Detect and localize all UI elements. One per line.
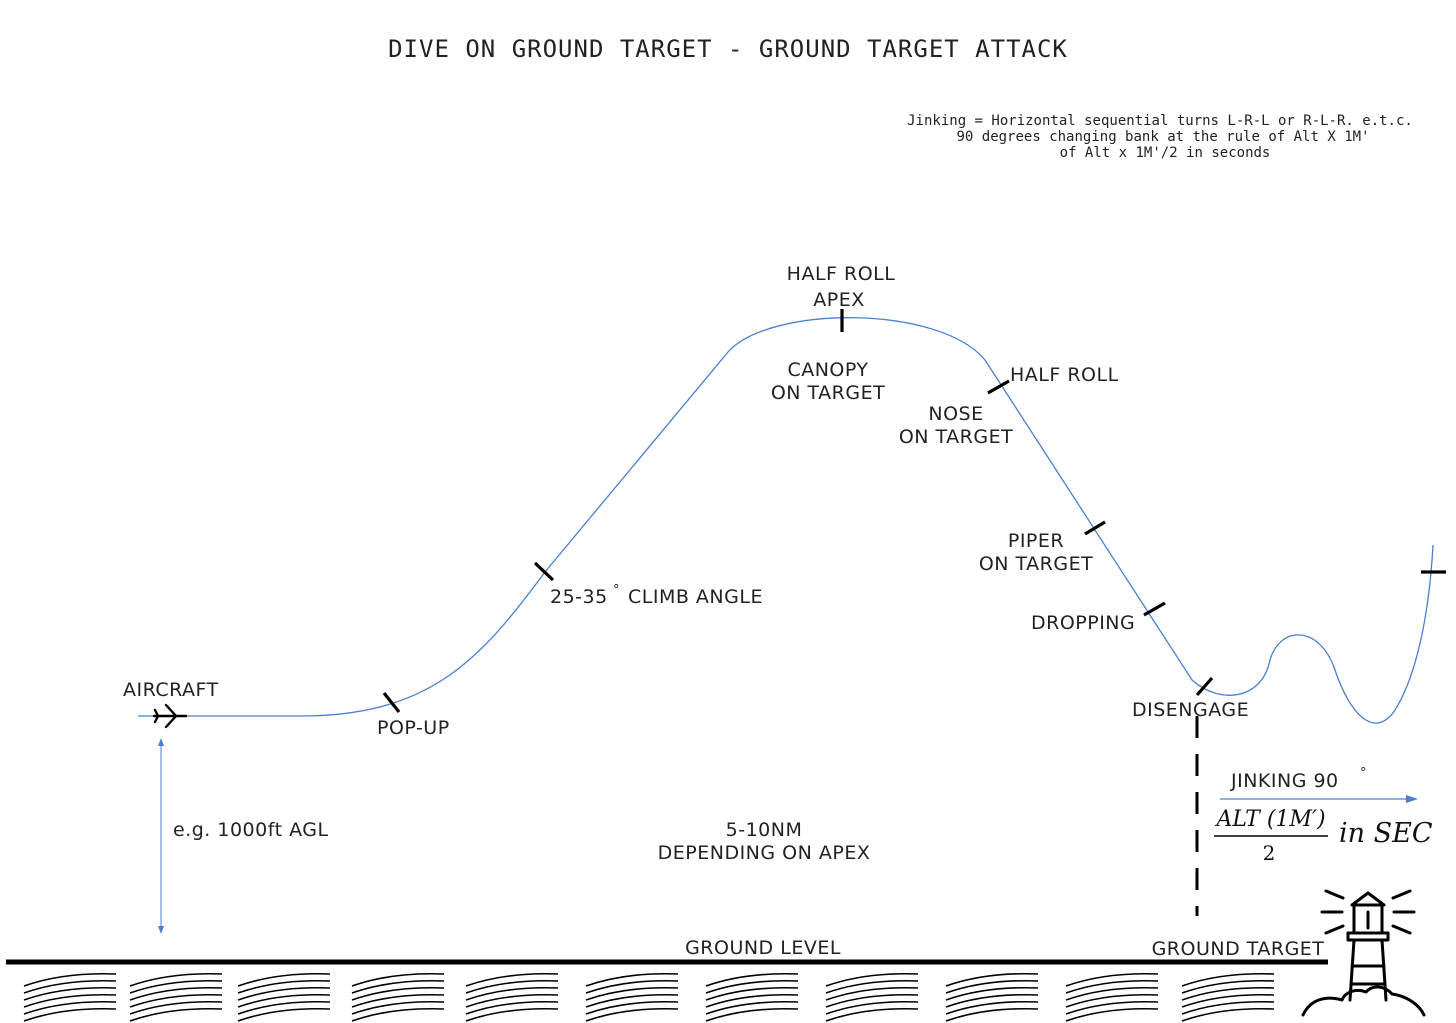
label-disengage: DISENGAGE: [1132, 699, 1249, 721]
formula-suffix: in SEC: [1339, 818, 1433, 849]
label-dropping: DROPPING: [1031, 612, 1135, 634]
altitude-arrow: [158, 738, 164, 934]
flight-path: [138, 317, 1434, 724]
tick-piper: [1084, 520, 1106, 536]
label-nose-line-2: ON TARGET: [899, 426, 1013, 448]
tick-dropping: [1143, 601, 1166, 617]
tick-disengage: [1195, 676, 1214, 697]
ground-hatch-tile: [465, 972, 559, 1022]
ground-hatch-tile: [1181, 972, 1275, 1022]
ground-hatch-tile: [23, 972, 117, 1022]
tick-half-roll: [987, 379, 1010, 395]
tick-pop-up: [382, 692, 401, 713]
jinking-note-line-3: of Alt x 1M'/2 in seconds: [1060, 145, 1271, 161]
label-half-roll-apex-line-2: APEX: [813, 289, 864, 311]
label-distance-line-1: 5-10NM: [726, 819, 803, 841]
ground-hatch-tile: [237, 972, 331, 1022]
ground-hatch-tile: [585, 972, 679, 1022]
jinking-text: JINKING 90: [1230, 770, 1339, 792]
ground-hatch-tile: [945, 972, 1039, 1022]
ground-hatch-tile: [705, 972, 799, 1022]
label-nose-line-1: NOSE: [928, 403, 983, 425]
climb-angle-value: 25-35: [550, 586, 608, 608]
jinking-formula: ALT (1M′) 2 in SEC: [1214, 807, 1433, 865]
jinking-note-line-1: Jinking = Horizontal sequential turns L-…: [907, 113, 1413, 129]
ground-hatch-tile: [129, 972, 223, 1022]
hatched-ground-pattern: [23, 972, 1275, 1022]
label-half-roll: HALF ROLL: [1010, 364, 1119, 386]
label-pop-up: POP-UP: [377, 717, 450, 739]
diagram-title: DIVE ON GROUND TARGET - GROUND TARGET AT…: [388, 35, 1068, 63]
formula-denominator: 2: [1263, 841, 1276, 865]
jinking-degree: °: [1360, 766, 1367, 781]
label-ground-target: GROUND TARGET: [1152, 938, 1325, 960]
lighthouse-icon: [1301, 889, 1426, 1017]
tick-climb: [533, 561, 555, 582]
label-climb-angle: 25-35 ° CLIMB ANGLE: [550, 583, 763, 608]
jinking-label: JINKING 90 °: [1230, 766, 1367, 792]
label-piper-line-1: PIPER: [1008, 530, 1064, 552]
path-tick-marks: [382, 309, 1446, 713]
jinking-arrow: [1220, 795, 1418, 803]
formula-numerator: ALT (1M′): [1214, 807, 1325, 832]
climb-angle-degree: °: [613, 583, 620, 598]
label-piper-line-2: ON TARGET: [979, 553, 1093, 575]
ground-hatch-tile: [825, 972, 919, 1022]
label-ground-level: GROUND LEVEL: [685, 937, 841, 959]
label-aircraft: AIRCRAFT: [123, 679, 219, 701]
ground-hatch-tile: [351, 972, 445, 1022]
ground-hatch-tile: [1065, 972, 1159, 1022]
label-canopy-line-1: CANOPY: [787, 359, 868, 381]
climb-angle-text: CLIMB ANGLE: [628, 586, 763, 608]
jinking-note: Jinking = Horizontal sequential turns L-…: [907, 113, 1413, 161]
airplane-icon: [152, 703, 188, 729]
label-altitude-example: e.g. 1000ft AGL: [173, 819, 329, 841]
label-distance-line-2: DEPENDING ON APEX: [658, 842, 871, 864]
jinking-note-line-2: 90 degrees changing bank at the rule of …: [956, 129, 1369, 145]
label-half-roll-apex-line-1: HALF ROLL: [787, 263, 896, 285]
label-canopy-line-2: ON TARGET: [771, 382, 885, 404]
